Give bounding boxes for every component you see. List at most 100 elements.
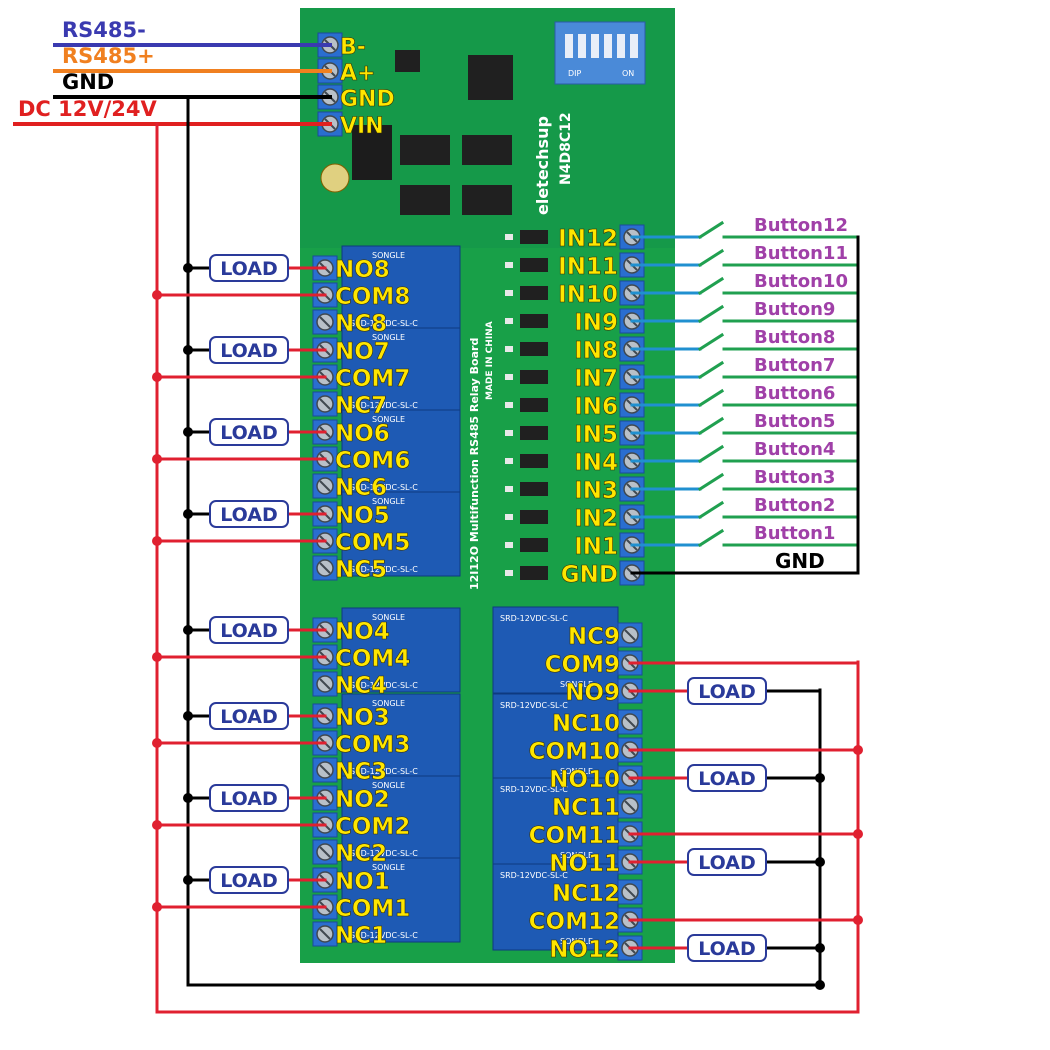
relay-left-brand-2: SONGLE (372, 781, 405, 790)
terminal-label-nc8: NC8 (335, 311, 387, 337)
relay-left-brand-6: SONGLE (372, 415, 405, 424)
relay-left-brand-5: SONGLE (372, 497, 405, 506)
relay-left-8 (341, 245, 461, 331)
power-terminal-label-a_plus: A+ (340, 61, 375, 86)
relay-left-brand-1: SONGLE (372, 863, 405, 872)
input-label-in5: IN5 (574, 422, 618, 448)
switch-lever (697, 220, 725, 240)
optocoupler (520, 510, 548, 524)
button-label-button2: Button2 (754, 495, 835, 516)
optocoupler-column (505, 230, 548, 580)
terminal-label-no10: NO10 (549, 767, 620, 793)
load-left-4-label: LOAD (220, 620, 278, 642)
switch-lever (697, 332, 725, 352)
right-gnd-junction (815, 857, 825, 867)
power-terminal-label-b_minus: B- (340, 35, 366, 60)
vin-junction (152, 454, 162, 464)
gnd-junction (183, 509, 193, 519)
input-label-in8: IN8 (574, 338, 618, 364)
terminal-label-com5: COM5 (335, 530, 410, 556)
terminal-label-no5: NO5 (335, 503, 390, 529)
load-left-7-box (209, 336, 289, 364)
right-gnd-junction (815, 943, 825, 953)
load-left-8-box (209, 254, 289, 282)
relay-left-3 (341, 693, 461, 779)
button-gnd-label: GND (775, 549, 825, 573)
relay-left-model-2: SRD-12VDC-SL-C (350, 849, 418, 858)
terminal-nc3-slot (319, 764, 331, 776)
load-left-5-label: LOAD (220, 504, 278, 526)
bottom-junction (815, 980, 825, 990)
load-left-1-box (209, 866, 289, 894)
input-label-in12: IN12 (558, 226, 618, 252)
gnd-junction (183, 263, 193, 273)
terminal-label-nc7: NC7 (335, 393, 387, 419)
gnd-junction (183, 711, 193, 721)
terminal-label-com2: COM2 (335, 814, 410, 840)
terminal-label-no4: NO4 (335, 619, 390, 645)
optocoupler (520, 342, 548, 356)
button-label-button8: Button8 (754, 327, 835, 348)
button-label-button12: Button12 (754, 215, 848, 236)
terminal-label-com4: COM4 (335, 646, 410, 672)
load-left-7-label: LOAD (220, 340, 278, 362)
terminal-nc2-slot (319, 846, 331, 858)
input-label-in2: IN2 (574, 506, 618, 532)
button-label-button1: Button1 (754, 523, 835, 544)
switch-lever (697, 500, 725, 520)
terminal-label-nc6: NC6 (335, 475, 387, 501)
dip-on-label: ON (622, 69, 634, 78)
relay-left-model-1: SRD-12VDC-SL-C (350, 931, 418, 940)
input-label-in7: IN7 (574, 366, 618, 392)
wiring (13, 43, 863, 1014)
optocoupler (520, 314, 548, 328)
relay-left-brand-3: SONGLE (372, 699, 405, 708)
relay-right-12 (492, 863, 619, 951)
relay-left-model-7: SRD-12VDC-SL-C (350, 401, 418, 410)
indicator-led (505, 262, 513, 268)
indicator-led (505, 346, 513, 352)
terminal-label-nc1: NC1 (335, 923, 387, 949)
gnd-junction (183, 427, 193, 437)
switch-lever (697, 416, 725, 436)
indicator-led (505, 290, 513, 296)
indicator-led (505, 402, 513, 408)
vin-junction (152, 372, 162, 382)
vin-junction (152, 290, 162, 300)
relay-right-model-9: SRD-12VDC-SL-C (500, 614, 568, 623)
relay-left-4 (341, 607, 461, 693)
rs485-chip (395, 50, 420, 72)
relay-right-9 (492, 606, 619, 694)
terminal-label-no3: NO3 (335, 705, 390, 731)
relay-right-model-12: SRD-12VDC-SL-C (500, 871, 568, 880)
brand-silkscreen: eletechsup (533, 116, 552, 215)
switch-lever (697, 360, 725, 380)
dip-label: DIP (568, 69, 582, 78)
button-label-button4: Button4 (754, 439, 835, 460)
optocoupler (520, 538, 548, 552)
load-left-2-label: LOAD (220, 788, 278, 810)
load-left-3-box (209, 702, 289, 730)
switch-lever (697, 276, 725, 296)
gnd-junction (183, 875, 193, 885)
capacitor (320, 163, 350, 193)
relay-left-brand-4: SONGLE (372, 613, 405, 622)
input-label-in6: IN6 (574, 394, 618, 420)
right-vin-junction (853, 745, 863, 755)
relay-left-7 (341, 327, 461, 413)
load-right-12-label: LOAD (698, 938, 756, 960)
terminal-label-com3: COM3 (335, 732, 410, 758)
input-label-in3: IN3 (574, 478, 618, 504)
relay-right-11 (492, 777, 619, 865)
relay-left-model-3: SRD-12VDC-SL-C (350, 767, 418, 776)
terminal-label-nc11: NC11 (552, 795, 620, 821)
indicator-led (505, 374, 513, 380)
load-right-9-label: LOAD (698, 681, 756, 703)
terminal-label-nc5: NC5 (335, 557, 387, 583)
optocoupler (520, 566, 548, 580)
load-right-9-box (687, 677, 767, 705)
load-left-6-box (209, 418, 289, 446)
